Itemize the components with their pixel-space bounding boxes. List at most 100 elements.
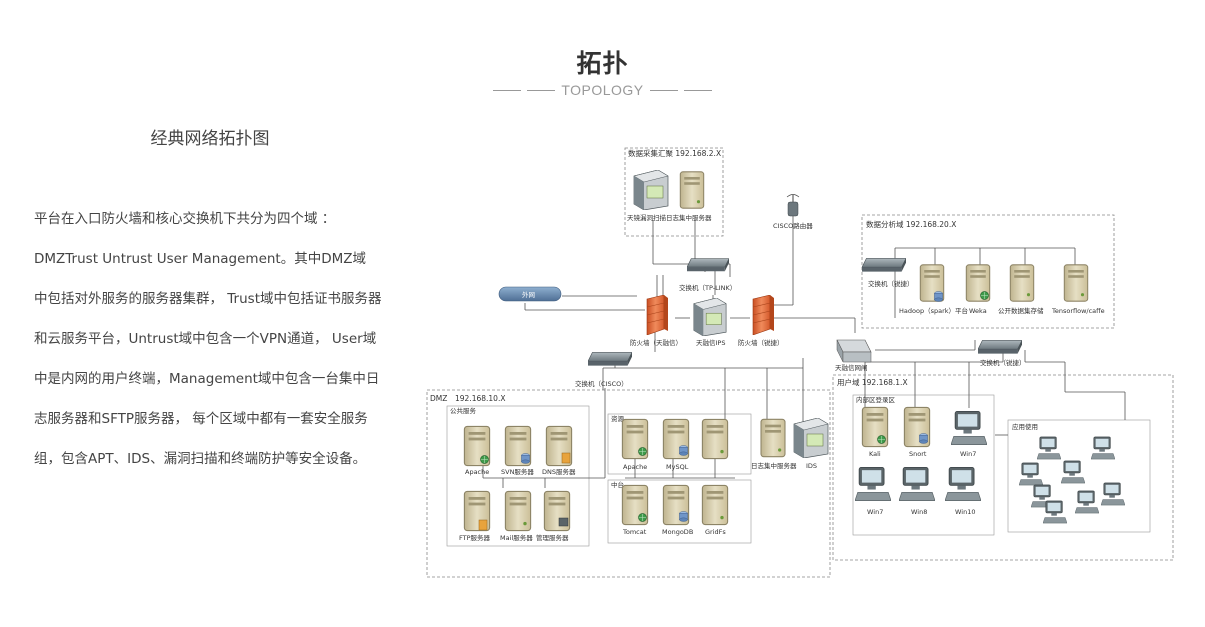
dns-label: DNS服务器 <box>542 467 576 476</box>
dmz-middle-servers: Tomcat MongoDB GridFs <box>621 484 729 536</box>
switch-analysis: 交换机（锐捷） <box>862 258 914 288</box>
desktop-pc-icon <box>1091 436 1115 460</box>
intro-line: 平台在入口防火墙和核心交换机下共分为四个域 ： <box>34 211 336 227</box>
dmz-sub-label: 资源 <box>611 414 625 423</box>
win8-label: Win8 <box>911 508 927 516</box>
dmz-resource-servers: Apache MySQL <box>621 418 729 471</box>
page-subtitle: TOPOLOGY <box>561 82 644 98</box>
firewall-icon <box>752 295 774 335</box>
globe-icon <box>980 291 989 300</box>
globe-icon <box>480 455 489 464</box>
svn-label: SVN服务器 <box>501 467 534 476</box>
intro-line: 中是内网的用户终端，Management域中包含一台集中日 <box>34 371 380 387</box>
subtitle-row: TOPOLOGY <box>0 82 1205 98</box>
intro-line: 志服务器和SFTP服务器， 每个区域中都有一套安全服务 <box>34 411 368 427</box>
ids-label: IDS <box>806 462 817 470</box>
mail-label: Mail服务器 <box>500 533 533 542</box>
apache1-label: Apache <box>465 468 489 476</box>
top-zone-devices: 天镜漏洞扫描日志集中服务器 <box>627 170 712 222</box>
hadoop-label: Hadoop（spark）平台 <box>899 306 968 315</box>
top-server-label: 天镜漏洞扫描日志集中服务器 <box>627 213 712 222</box>
zone-user-label: 用户域 192.168.1.X <box>837 377 908 387</box>
intro-line: 中包括对外服务的服务器集群， Trust域中包括证书服务器 <box>34 291 382 307</box>
database-icon <box>679 445 688 456</box>
server-icon <box>701 484 729 526</box>
mgmt-label: 管理服务器 <box>536 533 569 542</box>
zone-user: 用户域 192.168.1.X 内部区登录区 应用使用 <box>832 374 1174 561</box>
desktop-pc-icon <box>1101 482 1125 506</box>
intro-line: DMZTrust Untrust User Management。其中DMZ域 <box>34 251 367 267</box>
server-icon <box>1063 264 1089 302</box>
scanner-device-icon <box>633 170 669 210</box>
kali-label: Kali <box>869 450 881 458</box>
user-internal-devices: Kali Snort Win7 Win7 Win8 Win10 <box>855 406 987 516</box>
server-icon <box>504 490 532 532</box>
analysis-servers: Hadoop（spark）平台 Weka 公开数据集存储 Tensorflow/… <box>899 264 1105 315</box>
mysql-label: MySQL <box>666 463 689 471</box>
zone-dmz-label: DMZ <box>430 394 447 403</box>
win7b-label: Win7 <box>867 508 883 516</box>
intro-body: 平台在入口防火墙和核心交换机下共分为四个域 ： DMZTrust Untrust… <box>34 199 396 479</box>
dmz-sub-label: 中台 <box>611 480 624 489</box>
switch-user-label: 交换机（锐捷） <box>980 358 1026 367</box>
router-label: CISCO路由器 <box>773 221 813 230</box>
tensorflow-label: Tensorflow/caffe <box>1051 307 1105 315</box>
core-security: 防火墙（天融信） 天融信IPS 防火墙（锐捷） <box>630 295 784 347</box>
vpn-label: 天融信网闸 <box>835 363 868 372</box>
vpn-gateway: 天融信网闸 <box>835 339 872 372</box>
folder-icon <box>561 452 571 464</box>
monitor-icon <box>558 517 569 527</box>
switch-tplink: 交换机（TP-LINK） <box>679 258 736 292</box>
zone-dmz: DMZ 192.168.10.X 公共服务 资源 中台 <box>426 389 831 578</box>
firewall-icon <box>646 295 668 335</box>
switch-analysis-label: 交换机（锐捷） <box>868 279 914 288</box>
globe-icon <box>877 435 886 444</box>
database-icon <box>919 433 928 444</box>
zone-dmz-ip: 192.168.10.X <box>455 394 505 403</box>
snort-label: Snort <box>909 450 927 458</box>
topology-diagram: 数据采集汇聚 192.168.2.X 数据分析域 192.168.20.X DM… <box>425 140 1205 590</box>
switch-cisco: 交换机（CISCO） <box>575 352 632 388</box>
switch-icon <box>862 258 906 272</box>
desktop-pc-icon <box>855 466 891 502</box>
desktop-pc-icon <box>1043 500 1067 524</box>
database-icon <box>934 291 943 302</box>
database-icon <box>521 453 530 464</box>
desktop-pc-icon <box>945 466 981 502</box>
zone-analysis-label: 数据分析域 192.168.20.X <box>866 219 956 229</box>
desktop-pc-icon <box>1037 436 1061 460</box>
divider <box>493 89 522 91</box>
switch-tplink-label: 交换机（TP-LINK） <box>679 283 736 292</box>
zone-top: 数据采集汇聚 192.168.2.X <box>624 147 724 237</box>
desktop-pc-icon <box>1075 490 1099 514</box>
switch-icon <box>687 258 729 272</box>
switch-icon <box>588 352 632 366</box>
switch-icon <box>978 340 1022 354</box>
database-icon <box>679 511 688 522</box>
fw-right-label: 防火墙（锐捷） <box>738 338 784 347</box>
intro-line: 和云服务平台，Untrust域中包含一个VPN通道， User域 <box>34 331 377 347</box>
ftp-label: FTP服务器 <box>459 533 491 542</box>
win10-label: Win10 <box>955 508 975 516</box>
divider <box>683 89 712 91</box>
internet-pipe-icon <box>498 286 562 302</box>
management-devices: 日志集中服务器 IDS <box>751 418 829 470</box>
ids-device-icon <box>793 418 829 458</box>
switch-cisco-label: 交换机（CISCO） <box>575 379 628 388</box>
globe-icon <box>638 513 647 522</box>
fw-left-label: 防火墙（天融信） <box>630 338 682 347</box>
cisco-router: CISCO路由器 <box>773 194 813 230</box>
desktop-pc-icon <box>951 410 987 446</box>
server-icon <box>701 418 729 460</box>
internet-link: 外网 <box>498 286 562 302</box>
router-icon <box>787 201 799 217</box>
user-sub-label: 内部区登录区 <box>856 395 896 404</box>
desktop-pc-icon <box>899 466 935 502</box>
intro-line: 组，包含APT、IDS、漏洞扫描和终端防护等安全设备。 <box>34 451 367 467</box>
win7a-label: Win7 <box>960 450 976 458</box>
divider <box>527 89 556 91</box>
page-title: 拓扑 <box>576 49 629 78</box>
desktop-pc-icon <box>1061 460 1085 484</box>
server-icon <box>1009 264 1035 302</box>
desktop-pc-icon <box>1019 462 1043 486</box>
